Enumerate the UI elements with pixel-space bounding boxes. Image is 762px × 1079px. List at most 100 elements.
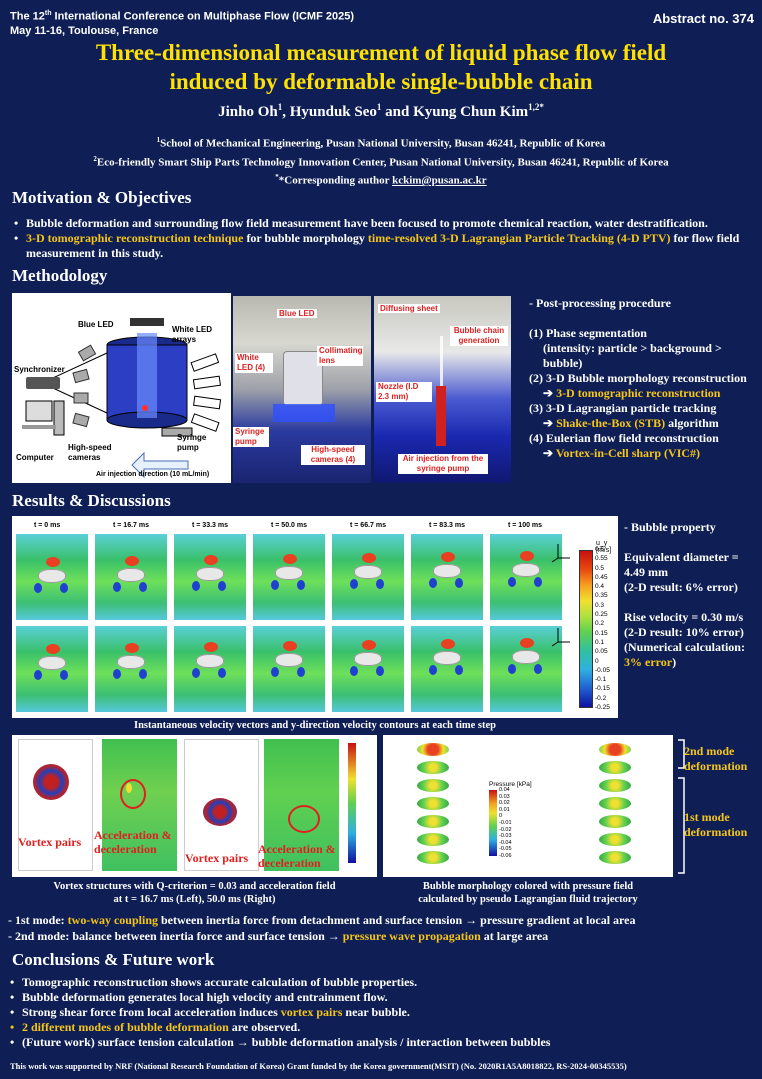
- colorbar-tick: 0.4: [595, 583, 605, 591]
- setup-schematic: Blue LED White LED arrays Synchronizer C…: [12, 293, 231, 483]
- title-line1: Three-dimensional measurement of liquid …: [95, 40, 667, 65]
- bubble-column-right: [595, 741, 635, 871]
- photo2-label-diffusing-sheet: Diffusing sheet: [378, 304, 440, 313]
- mode2-label: 2nd mode deformation: [684, 744, 748, 773]
- conclusion-3: Strong shear force from local accelerati…: [8, 1005, 758, 1020]
- bubble-morphology: [599, 743, 631, 756]
- time-label: t = 0 ms: [34, 522, 61, 529]
- time-label: t = 50.0 ms: [271, 522, 307, 529]
- photo2-label-nozzle: Nozzle (I.D 2.3 mm): [376, 382, 432, 402]
- post-step3-method: ➔ Shake-the-Box (STB) algorithm: [543, 416, 719, 430]
- section-heading-methodology: Methodology: [12, 266, 108, 285]
- colorbar-title: u_y [m/s]: [596, 540, 612, 554]
- time-label: t = 16.7 ms: [113, 522, 149, 529]
- bubble-shape: [275, 653, 303, 667]
- accel-label-right: Acceleration & deceleration: [258, 842, 336, 870]
- corresponding-author: **Corresponding author kckim@pusan.ac.kr: [275, 173, 487, 187]
- bubble-property-title: - Bubble property: [624, 520, 716, 534]
- photo1-label-cameras: High-speed cameras (4): [301, 445, 365, 465]
- velocity-contour-panel: [411, 626, 483, 712]
- time-label: t = 100 ms: [508, 522, 543, 529]
- rise-velocity-note: (2-D result: 10% error): [624, 625, 744, 639]
- colorbar-tick: 0.1: [595, 638, 605, 646]
- colorbar-tick: 0.55: [595, 555, 608, 563]
- label-synchronizer: Synchronizer: [14, 365, 65, 374]
- photo1-label-white-led: White LED (4): [235, 353, 273, 373]
- setup-photo-1: Blue LED White LED (4) Collimating lens …: [233, 296, 371, 483]
- pressure-tick: 0: [499, 813, 503, 820]
- authors: Jinho Oh1, Hyunduk Seo1 and Kyung Chun K…: [218, 102, 544, 120]
- bubble-shape: [512, 563, 540, 577]
- motivation-list: Bubble deformation and surrounding flow …: [12, 216, 760, 261]
- fig2-caption: Vortex structures with Q-criterion = 0.0…: [53, 881, 336, 905]
- bubble-shape: [354, 652, 382, 666]
- pressure-tick: -0.05: [499, 846, 512, 853]
- velocity-contour-panel: [16, 534, 88, 620]
- bubble-morphology: [599, 761, 631, 774]
- bubble-morphology: [599, 851, 631, 864]
- bubble-morphology: [599, 779, 631, 792]
- bubble-shape: [433, 564, 461, 578]
- section-heading-results: Results & Discussions: [12, 491, 171, 510]
- post-step1-detail: (intensity: particle > background > bubb…: [543, 341, 722, 370]
- email-link[interactable]: kckim@pusan.ac.kr: [392, 174, 487, 187]
- bubble-morphology: [417, 743, 449, 756]
- velocity-contour-panel: [95, 534, 167, 620]
- led-glow: [273, 404, 335, 422]
- velocity-contour-panel: [253, 626, 325, 712]
- pressure-tick: 0.04: [499, 787, 510, 793]
- setup-photo-2: Diffusing sheet Bubble chain generation …: [374, 296, 511, 483]
- photo1-label-blue-led: Blue LED: [277, 309, 317, 318]
- bubble-morphology: [417, 779, 449, 792]
- bubble-shape: [275, 566, 303, 580]
- time-label: t = 66.7 ms: [350, 522, 386, 529]
- bubble-morphology: [417, 815, 449, 828]
- conference-line2: May 11-16, Toulouse, France: [10, 24, 159, 37]
- bubble-shape: [354, 565, 382, 579]
- velocity-contour-panel: [174, 534, 246, 620]
- post-step3: (3) 3-D Lagrangian particle tracking: [529, 401, 717, 415]
- pressure-tick: -0.02: [499, 826, 512, 833]
- vortex-3d-right: [184, 739, 259, 871]
- velocity-contour-panel: [332, 534, 404, 620]
- colorbar-tick: 0.05: [595, 648, 608, 656]
- motivation-bullet-1: Bubble deformation and surrounding flow …: [12, 216, 760, 231]
- axis-triad-bottom: [550, 624, 574, 648]
- funding-footer: This work was supported by NRF (National…: [10, 1061, 627, 1071]
- bubble-morphology: [599, 815, 631, 828]
- colorbar-tick: 0: [595, 657, 599, 665]
- mode-notes: - 1st mode: two-way coupling between ine…: [8, 912, 758, 944]
- accel-field-left: [102, 739, 177, 871]
- fig1-caption: Instantaneous velocity vectors and y-dir…: [133, 720, 496, 731]
- vortex-pairs-label-right: Vortex pairs: [185, 851, 249, 865]
- photo1-label-syringe-pump: Syringe pump: [233, 427, 269, 447]
- conference-info: The 12th International Conference on Mul…: [10, 7, 354, 38]
- velocity-contour-panel: [174, 626, 246, 712]
- equivalent-diameter-note: (2-D result: 6% error): [624, 580, 738, 594]
- accel-label-left: Acceleration & deceleration: [94, 828, 172, 856]
- mode1-label: 1st mode deformation: [684, 810, 748, 839]
- velocity-contour-panel: [490, 626, 562, 712]
- schematic-drawing: [22, 318, 222, 479]
- conference-line1: The 12th International Conference on Mul…: [10, 10, 355, 23]
- title-line2: induced by deformable single-bubble chai…: [169, 69, 593, 94]
- bubble-morphology: [417, 761, 449, 774]
- post-processing-procedure: - Post-processing procedure (1) Phase se…: [529, 296, 759, 461]
- post-step2: (2) 3-D Bubble morphology reconstruction: [529, 371, 747, 385]
- affiliation-2: 2Eco-friendly Smart Ship Parts Technolog…: [93, 154, 669, 169]
- colorbar-tick: 0.2: [595, 620, 605, 628]
- velocity-contour-panel: [95, 626, 167, 712]
- photo2-label-air-injection: Air injection from the syringe pump: [398, 454, 488, 474]
- colorbar-tick: 0.15: [595, 629, 608, 637]
- pressure-tick: -0.03: [499, 833, 512, 840]
- bubble-morphology: [417, 797, 449, 810]
- bubble-chain-image: [440, 336, 443, 391]
- velocity-contour-panel: [411, 534, 483, 620]
- pressure-colorbar: [489, 790, 497, 856]
- colorbar-tick: 0.5: [595, 564, 605, 572]
- post-processing-title: - Post-processing procedure: [529, 296, 671, 310]
- numerical-calc-note: (Numerical calculation: 3% error): [624, 640, 745, 669]
- bubble-morphology: [417, 851, 449, 864]
